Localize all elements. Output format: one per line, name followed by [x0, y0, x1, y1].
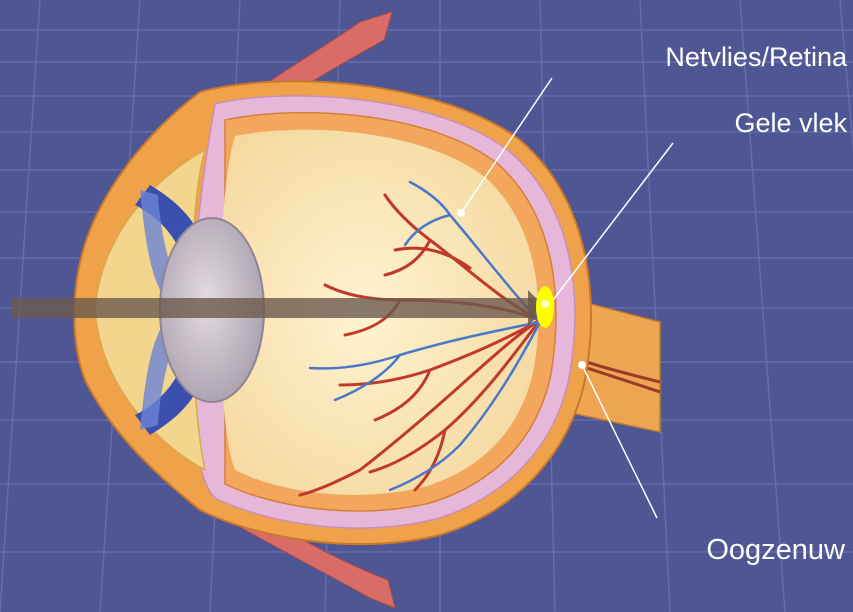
label-macula: Gele vlek	[734, 108, 847, 138]
label-optic-nerve: Oogzenuw	[706, 535, 845, 565]
nerve-leader-dot	[578, 361, 586, 369]
retina-leader-dot	[457, 209, 465, 217]
label-retina: Netvlies/Retina	[665, 42, 847, 72]
light-ray	[12, 298, 540, 318]
